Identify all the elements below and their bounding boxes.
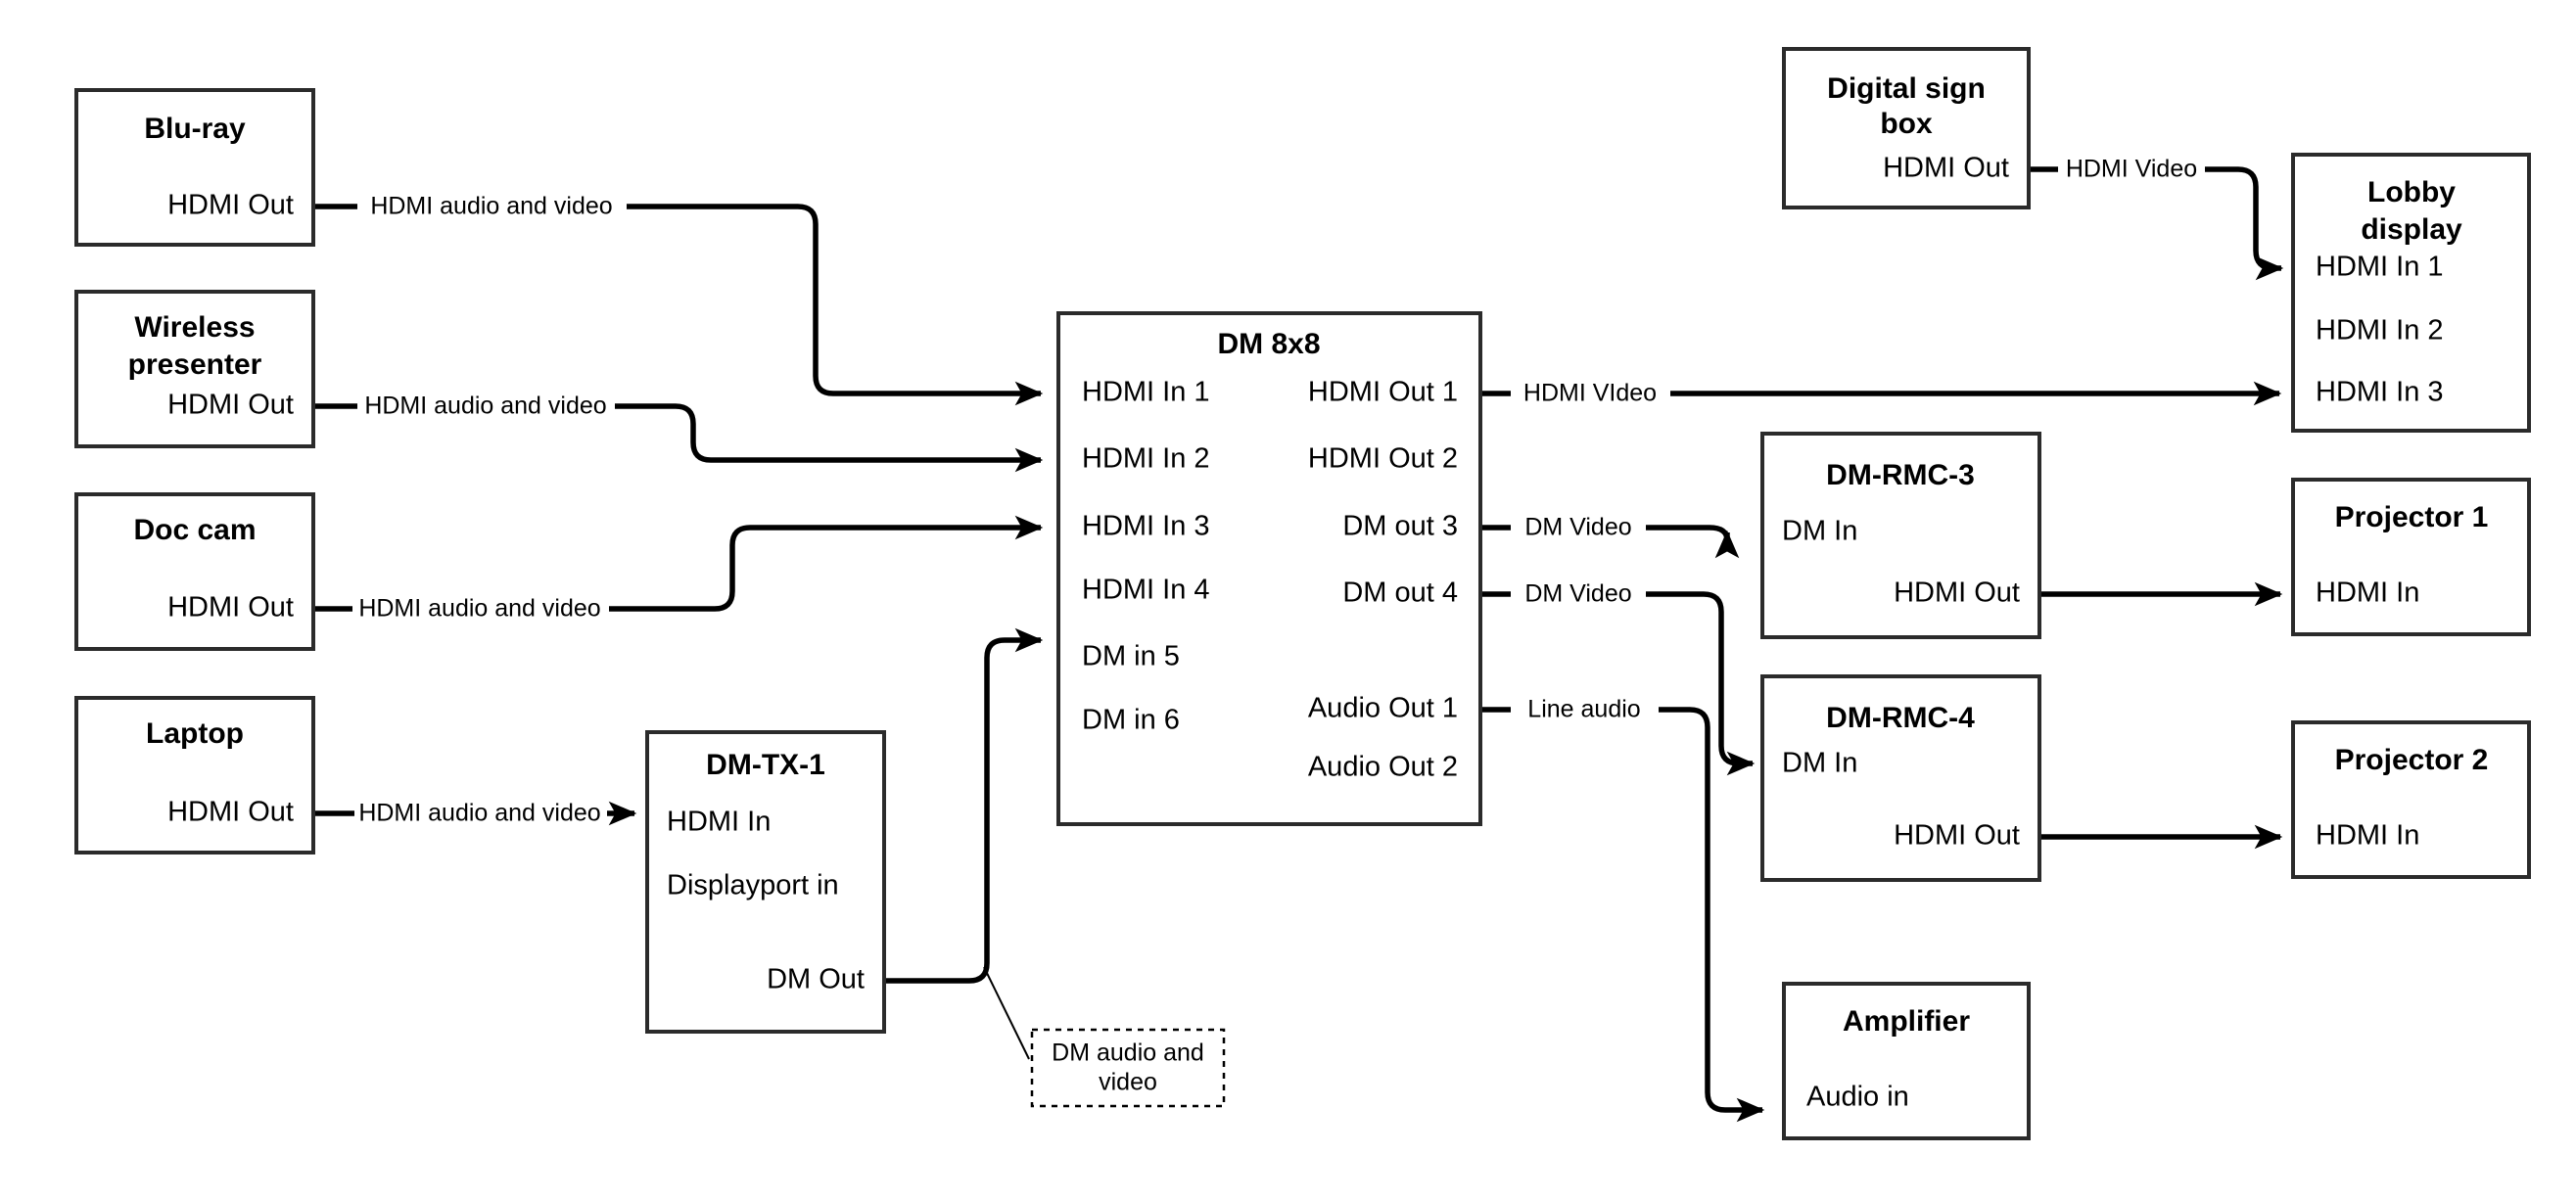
node-laptop-title: Laptop	[146, 717, 244, 750]
node-dm-8x8-output-dm-out-3: DM out 3	[1342, 511, 1458, 542]
node-dm-8x8-title: DM 8x8	[1217, 328, 1320, 360]
node-dm-rmc-3-title: DM-RMC-3	[1826, 459, 1975, 491]
wire-dm8x8-out4-to-rmc4	[1480, 591, 1753, 763]
edge-label-dm-video-out4: DM Video	[1524, 580, 1631, 608]
node-amplifier-title: Amplifier	[1843, 1005, 1970, 1038]
node-laptop[interactable]: Laptop HDMI Out	[74, 696, 315, 855]
note-dm-audio-and-video-box	[1030, 1028, 1226, 1108]
wire-dmtx1-to-dm8x8	[885, 627, 1044, 984]
node-lobby-display[interactable]: Lobby display HDMI In 1 HDMI In 2 HDMI I…	[2291, 153, 2531, 433]
node-dm-rmc-3-port-hdmi-out: HDMI Out	[1894, 577, 2020, 609]
node-wireless-presenter-title-line2: presenter	[128, 348, 262, 381]
node-dm-tx-1-port-dm-out: DM Out	[767, 964, 865, 995]
node-amplifier-port-audio-in: Audio in	[1806, 1082, 1909, 1113]
node-dm-8x8-box[interactable]	[1056, 311, 1482, 826]
node-lobby-display-port-hdmi-in-2: HDMI In 2	[2316, 315, 2444, 346]
wire-dm8x8-audio1-to-amplifier	[1480, 707, 1762, 1110]
node-dm-8x8-output-audio-out-2: Audio Out 2	[1308, 752, 1458, 783]
node-dm-rmc-3-box[interactable]	[1760, 432, 2041, 639]
node-dm-tx-1-box[interactable]	[645, 730, 886, 1034]
node-projector-1-port-hdmi-in: HDMI In	[2316, 577, 2419, 609]
note-dm-audio-and-video-line1: DM audio and	[1052, 1039, 1204, 1067]
node-projector-1-box[interactable]	[2291, 478, 2531, 636]
wire-dm8x8-out3-to-rmc3	[1480, 528, 1727, 540]
wire-wireless-to-dm8x8	[313, 403, 1041, 460]
edge-label-hdmi-video-sign: HDMI Video	[2066, 156, 2197, 183]
node-doc-cam-port-hdmi-out: HDMI Out	[167, 592, 294, 624]
wire-doccam-to-dm8x8	[313, 528, 1041, 612]
node-bluray-title: Blu-ray	[144, 113, 246, 145]
node-dm-rmc-4[interactable]: DM-RMC-4 DM In HDMI Out	[1760, 674, 2041, 882]
node-dm-tx-1-port-displayport-in: Displayport in	[667, 870, 839, 901]
node-digital-sign-box-box[interactable]	[1782, 47, 2031, 209]
node-digital-sign-box-title-line1: Digital sign	[1827, 72, 1986, 105]
node-lobby-display-box[interactable]	[2291, 153, 2531, 433]
node-dm-8x8-input-hdmi-in-3: HDMI In 3	[1082, 511, 1210, 542]
node-projector-1[interactable]: Projector 1 HDMI In	[2291, 478, 2531, 636]
node-projector-2-box[interactable]	[2291, 720, 2531, 879]
node-digital-sign-box-title-line2: box	[1880, 108, 1933, 140]
node-dm-8x8-input-dm-in-5: DM in 5	[1082, 641, 1180, 672]
node-lobby-display-title-line2: display	[2361, 213, 2462, 246]
node-digital-sign-box-port-hdmi-out: HDMI Out	[1883, 153, 2009, 184]
node-dm-8x8[interactable]: DM 8x8 HDMI In 1 HDMI In 2 HDMI In 3 HDM…	[1056, 311, 1482, 826]
edge-label-hdmi-video-out1: HDMI VIdeo	[1523, 380, 1657, 407]
edge-label-doccam: HDMI audio and video	[358, 595, 600, 623]
node-lobby-display-port-hdmi-in-1: HDMI In 1	[2316, 252, 2444, 283]
node-bluray[interactable]: Blu-ray HDMI Out	[74, 88, 315, 247]
node-wireless-presenter-title-line1: Wireless	[134, 311, 255, 344]
node-dm-rmc-4-port-hdmi-out: HDMI Out	[1894, 820, 2020, 852]
edge-label-dm-video-out3: DM Video	[1524, 514, 1631, 541]
node-amplifier-box[interactable]	[1782, 982, 2031, 1140]
node-dm-rmc-4-port-dm-in: DM In	[1782, 748, 1857, 779]
node-lobby-display-port-hdmi-in-3: HDMI In 3	[2316, 377, 2444, 408]
node-dm-8x8-output-audio-out-1: Audio Out 1	[1308, 693, 1458, 724]
node-dm-8x8-output-hdmi-out-2: HDMI Out 2	[1308, 443, 1458, 475]
node-dm-8x8-output-hdmi-out-1: HDMI Out 1	[1308, 377, 1458, 408]
node-laptop-box[interactable]	[74, 696, 315, 855]
node-dm-tx-1-port-hdmi-in: HDMI In	[667, 807, 771, 838]
wire-bluray-to-dm8x8	[313, 204, 1041, 393]
node-dm-rmc-4-title: DM-RMC-4	[1826, 702, 1975, 734]
node-dm-rmc-4-box[interactable]	[1760, 674, 2041, 882]
node-bluray-box[interactable]	[74, 88, 315, 247]
node-doc-cam[interactable]: Doc cam HDMI Out	[74, 492, 315, 651]
edge-label-line-audio: Line audio	[1527, 696, 1640, 723]
node-doc-cam-box[interactable]	[74, 492, 315, 651]
node-bluray-port-hdmi-out: HDMI Out	[167, 190, 294, 221]
edge-label-laptop: HDMI audio and video	[358, 800, 600, 827]
note-dm-audio-and-video-line2: video	[1099, 1069, 1157, 1096]
node-dm-tx-1[interactable]: DM-TX-1 HDMI In Displayport in DM Out	[645, 730, 886, 1034]
node-wireless-presenter-port-hdmi-out: HDMI Out	[167, 390, 294, 421]
node-dm-rmc-3-port-dm-in: DM In	[1782, 516, 1857, 547]
node-doc-cam-title: Doc cam	[133, 514, 256, 546]
node-projector-1-title: Projector 1	[2335, 501, 2489, 533]
node-digital-sign-box[interactable]: Digital sign box HDMI Out	[1782, 47, 2031, 209]
node-wireless-presenter-box[interactable]	[74, 290, 315, 448]
node-amplifier[interactable]: Amplifier Audio in	[1782, 982, 2031, 1140]
node-dm-8x8-input-hdmi-in-1: HDMI In 1	[1082, 377, 1210, 408]
node-dm-tx-1-title: DM-TX-1	[706, 749, 825, 781]
node-dm-rmc-3[interactable]: DM-RMC-3 DM In HDMI Out	[1760, 432, 2041, 639]
wire-digitalsign-to-lobby	[2029, 166, 2281, 268]
node-dm-8x8-input-dm-in-6: DM in 6	[1082, 705, 1180, 736]
edge-label-wireless: HDMI audio and video	[364, 393, 606, 420]
node-lobby-display-title-line1: Lobby	[2367, 176, 2456, 208]
node-dm-8x8-input-hdmi-in-2: HDMI In 2	[1082, 443, 1210, 475]
node-projector-2[interactable]: Projector 2 HDMI In	[2291, 720, 2531, 879]
node-laptop-port-hdmi-out: HDMI Out	[167, 797, 294, 828]
node-projector-2-port-hdmi-in: HDMI In	[2316, 820, 2419, 852]
note-dm-audio-and-video: DM audio and video	[1030, 1028, 1226, 1108]
node-wireless-presenter[interactable]: Wireless presenter HDMI Out	[74, 290, 315, 448]
node-dm-8x8-input-hdmi-in-4: HDMI In 4	[1082, 575, 1210, 606]
node-dm-8x8-output-dm-out-4: DM out 4	[1342, 577, 1458, 609]
leader-line-dm-av-note	[983, 966, 1030, 1060]
node-projector-2-title: Projector 2	[2335, 744, 2489, 776]
edge-label-bluray: HDMI audio and video	[370, 193, 612, 220]
